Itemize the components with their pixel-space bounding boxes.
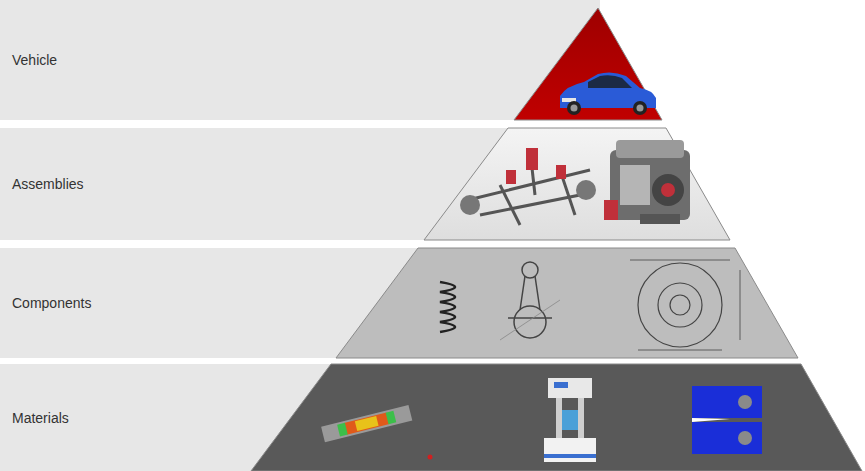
- level-label: Materials: [12, 410, 69, 426]
- level-label: Components: [12, 295, 91, 311]
- level-label: Assemblies: [12, 176, 84, 192]
- level-label: Vehicle: [12, 52, 57, 68]
- level-band: Vehicle: [0, 0, 600, 120]
